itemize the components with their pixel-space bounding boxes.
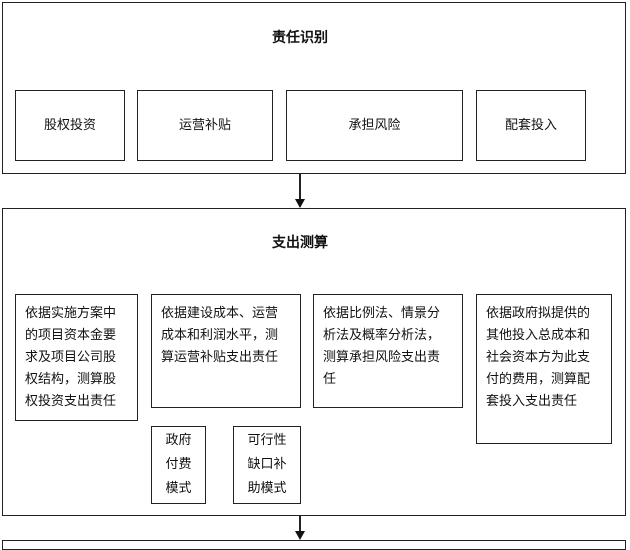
- text-line: 社会资本方为此支: [486, 350, 591, 365]
- text-line: 依据建设成本、运营: [161, 306, 279, 321]
- box-label: 承担风险: [348, 117, 401, 133]
- box-government-payment-mode: 政府 付费 模式: [151, 426, 206, 504]
- text-line: 析法及概率分析法，: [323, 328, 441, 343]
- box-subsidy-calc: 依据建设成本、运营 成本和利润水平，测 算运营补贴支出责任: [151, 294, 301, 408]
- text-line: 求及项目公司股: [25, 350, 117, 365]
- section-1-title: 责任识别: [272, 30, 328, 46]
- box-equity-investment: 股权投资: [15, 90, 125, 161]
- section-2-title: 支出测算: [272, 235, 328, 251]
- text-line: 任: [323, 372, 337, 387]
- text-line: 依据实施方案中: [25, 306, 117, 321]
- text-line: 付费: [165, 457, 192, 472]
- text-line: 模式: [165, 481, 192, 496]
- text-line: 测算承担风险支出责: [323, 350, 441, 365]
- arrow-down-icon: [295, 531, 305, 540]
- box-viability-gap-mode: 可行性 缺口补 助模式: [233, 426, 301, 504]
- box-label: 运营补贴: [178, 117, 231, 133]
- text-line: 的项目资本金要: [25, 328, 117, 343]
- text-line: 可行性: [247, 433, 287, 448]
- box-risk-calc: 依据比例法、情景分 析法及概率分析法， 测算承担风险支出责 任: [313, 294, 463, 408]
- box-supporting-input: 配套投入: [476, 90, 586, 161]
- box-supporting-calc: 依据政府拟提供的 其他投入总成本和 社会资本方为此支 付的费用，测算配 套投入支…: [476, 294, 612, 444]
- text-line: 成本和利润水平，测: [161, 328, 279, 343]
- box-equity-calc: 依据实施方案中 的项目资本金要 求及项目公司股 权结构，测算股 权投资支出责任: [15, 294, 138, 421]
- text-line: 其他投入总成本和: [486, 328, 591, 343]
- text-line: 付的费用，测算配: [486, 372, 591, 387]
- text-line: 缺口补: [247, 457, 287, 472]
- text-line: 助模式: [247, 481, 287, 496]
- text-line: 政府: [165, 433, 192, 448]
- arrow-down-icon: [295, 199, 305, 208]
- text-line: 套投入支出责任: [486, 394, 578, 409]
- box-label: 股权投资: [43, 117, 96, 133]
- text-line: 算运营补贴支出责任: [161, 350, 279, 365]
- text-line: 权投资支出责任: [25, 394, 117, 409]
- box-label: 配套投入: [504, 117, 557, 133]
- box-operating-subsidy: 运营补贴: [137, 90, 273, 161]
- text-line: 权结构，测算股: [25, 372, 117, 387]
- text-line: 依据政府拟提供的: [486, 306, 591, 321]
- box-risk-bearing: 承担风险: [286, 90, 463, 161]
- text-line: 依据比例法、情景分: [323, 306, 441, 321]
